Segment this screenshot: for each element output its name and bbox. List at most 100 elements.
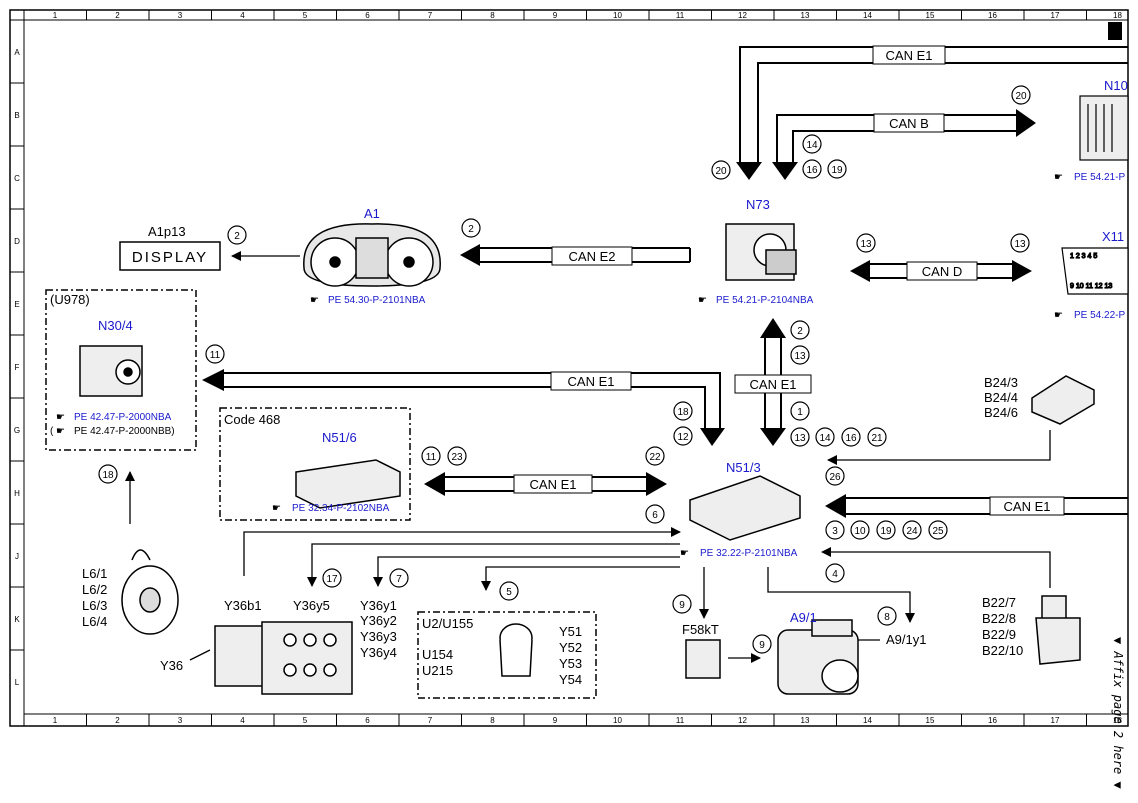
relay-icon (685, 639, 721, 679)
hand-icon: ☛ (56, 426, 65, 437)
ref-n30-b-paren: ( (50, 426, 54, 437)
callout-c3: 3 (825, 520, 845, 540)
callout-c14b: 14 (815, 427, 835, 447)
callout-c20b: 20 (1011, 85, 1031, 105)
esp-control-unit-icon (79, 345, 143, 397)
hand-icon: ☛ (56, 412, 65, 423)
grid-column-label: 4 (240, 11, 245, 20)
callout-c9b: 9 (752, 634, 772, 654)
arrowhead (202, 369, 224, 391)
n10-label: N10 (1104, 78, 1128, 93)
grid-column-label: 18 (1113, 716, 1122, 725)
callout-number: 11 (210, 350, 221, 361)
grid-row-label: C (14, 174, 20, 183)
grid-column-label: 14 (863, 11, 872, 20)
ref-n30-b[interactable]: PE 42.47-P-2000NBB) (74, 426, 175, 437)
grid-row-label: H (14, 489, 20, 498)
grid-row-label: E (14, 300, 19, 309)
y53-label: Y53 (559, 656, 582, 671)
grid-column-label: 6 (365, 716, 370, 725)
callout-c19b: 19 (876, 520, 896, 540)
grid-column-label: 11 (676, 11, 685, 20)
grid-row-label: J (15, 552, 19, 561)
callout-number: 2 (468, 224, 474, 235)
arrowhead (825, 494, 846, 518)
ref-n10[interactable]: PE 54.21-P (1074, 172, 1125, 183)
callout-number: 13 (1014, 239, 1026, 250)
y36y3-label: Y36y3 (360, 629, 397, 644)
can-b-label: CAN B (889, 116, 929, 131)
callout-c8: 8 (877, 606, 897, 626)
n51-6-label: N51/6 (322, 430, 357, 445)
callout-c2b: 2 (461, 218, 481, 238)
b24-4-label: B24/4 (984, 390, 1018, 405)
u2-label: U2/U155 (422, 616, 473, 631)
l6-1-label: L6/1 (82, 566, 107, 581)
arrowhead (1016, 109, 1036, 137)
callout-number: 20 (1015, 91, 1027, 102)
callout-number: 1 (797, 407, 803, 418)
grid-column-label: 13 (801, 716, 810, 725)
u154-label: U154 (422, 647, 453, 662)
ref-n73[interactable]: PE 54.21-P-2104NBA (716, 295, 814, 306)
diagnostic-connector-icon: 1 2 3 4 5 9 10 11 12 13 (1061, 247, 1129, 295)
grid-column-label: 5 (303, 716, 308, 725)
callout-number: 4 (832, 569, 838, 580)
ref-a1[interactable]: PE 54.30-P-2101NBA (328, 295, 426, 306)
grid-column-label: 7 (428, 11, 433, 20)
n73-label: N73 (746, 197, 770, 212)
l6-4-label: L6/4 (82, 614, 107, 629)
arrowhead (760, 428, 786, 446)
grid-row-label: G (14, 426, 20, 435)
diagram-frame (9, 9, 1129, 727)
wheel-speed-sensor-icon (121, 549, 179, 635)
callout-number: 13 (860, 239, 872, 250)
a9-1-label: A9/1 (790, 610, 817, 625)
ref-n51-6[interactable]: PE 32.34-P-2102NBA (292, 503, 390, 514)
callout-c23: 23 (447, 446, 467, 466)
grid-column-label: 16 (988, 11, 997, 20)
code468-box (219, 407, 411, 521)
b22-8-label: B22/8 (982, 611, 1016, 626)
callout-c2a: 2 (227, 225, 247, 245)
callout-number: 23 (451, 452, 463, 463)
callout-c12: 12 (673, 426, 693, 446)
can-e1-n516-label: CAN E1 (530, 477, 577, 492)
callout-number: 14 (819, 433, 831, 444)
grid-column-label: 10 (613, 11, 622, 20)
arrowhead (850, 260, 870, 282)
callout-c19a: 19 (827, 159, 847, 179)
grid-column-label: 9 (553, 11, 558, 20)
diagram-inner-frame (23, 19, 1129, 715)
grid-column-label: 8 (490, 716, 495, 725)
callout-number: 19 (880, 526, 892, 537)
hand-icon: ☛ (272, 503, 281, 514)
grid-column-label: 1 (53, 11, 58, 20)
grid-column-label: 5 (303, 11, 308, 20)
grid-row-label: F (15, 363, 20, 372)
y51-label: Y51 (559, 624, 582, 639)
display-icon: DISPLAY (119, 241, 221, 271)
callout-number: 18 (677, 407, 689, 418)
display-text: DISPLAY (132, 249, 208, 266)
actuator-icon (499, 623, 533, 677)
hand-icon: ☛ (680, 548, 689, 559)
grid-column-label: 8 (490, 11, 495, 20)
ref-n51-3[interactable]: PE 32.22-P-2101NBA (700, 548, 798, 559)
callout-c13b: 13 (1010, 233, 1030, 253)
callout-number: 20 (715, 166, 727, 177)
ref-x11[interactable]: PE 54.22-P (1074, 310, 1125, 321)
x11-label: X11 (1102, 229, 1124, 244)
module-n10-icon (1079, 95, 1129, 161)
grid-row-label: D (14, 237, 20, 246)
can-e2-label: CAN E2 (569, 249, 616, 264)
callout-c21: 21 (867, 427, 887, 447)
grid-column-label: 2 (115, 716, 120, 725)
callout-c13c: 13 (790, 345, 810, 365)
callout-number: 18 (102, 470, 114, 481)
arrowhead (736, 162, 762, 180)
ref-n30-a[interactable]: PE 42.47-P-2000NBA (74, 412, 172, 423)
callout-number: 21 (871, 433, 883, 444)
level-sensor-icon (1035, 595, 1081, 665)
callout-c16a: 16 (802, 159, 822, 179)
